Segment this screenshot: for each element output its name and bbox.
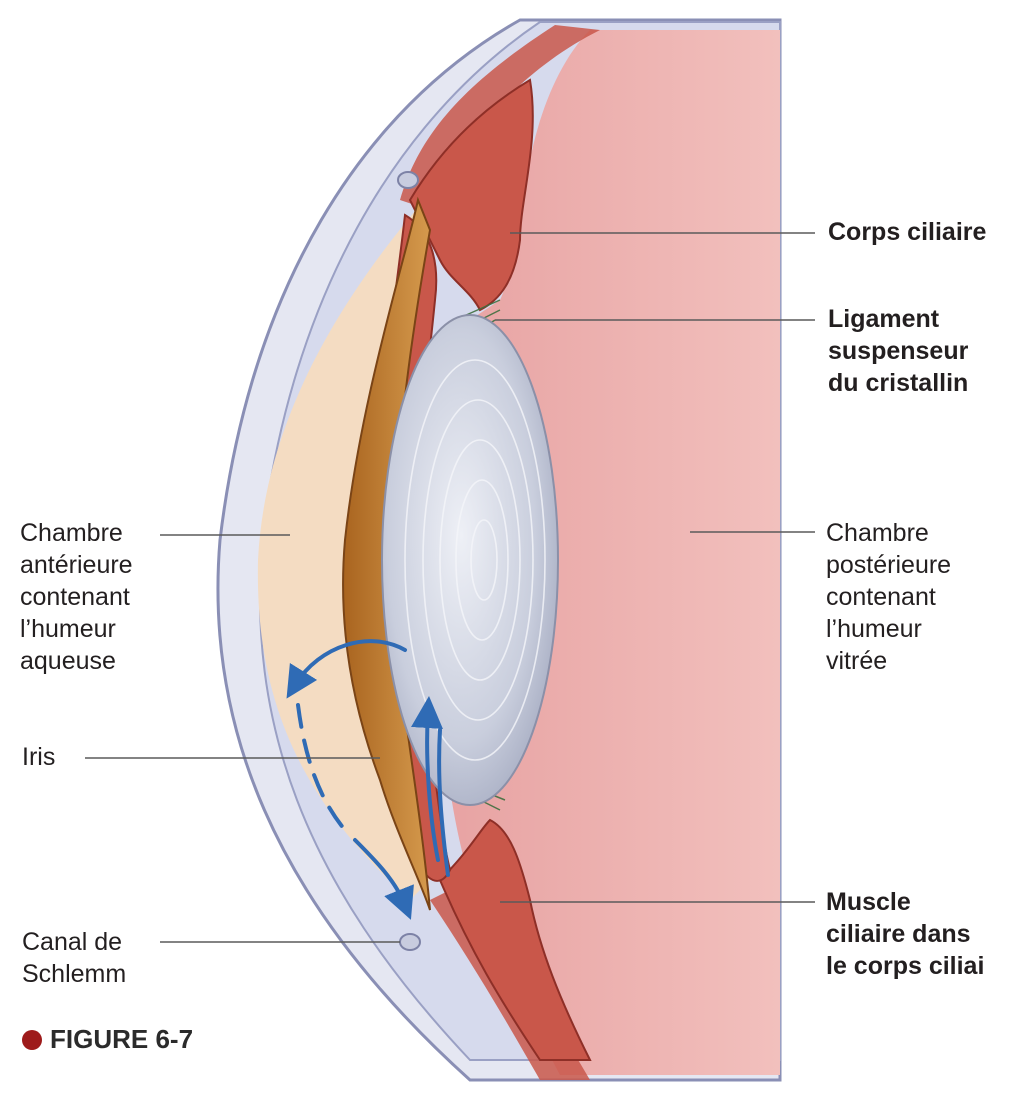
- label-chambre-anterieure-line-3: contenant: [20, 581, 133, 613]
- label-muscle-line-3: le corps ciliai: [826, 950, 984, 982]
- label-chambre-anterieure: Chambre antérieure contenant l’humeur aq…: [20, 517, 133, 677]
- label-ligament-line-2: suspenseur: [828, 335, 968, 367]
- label-chambre-posterieure-line-5: vitrée: [826, 645, 951, 677]
- label-ligament: Ligament suspenseur du cristallin: [828, 303, 968, 399]
- label-ligament-line-3: du cristallin: [828, 367, 968, 399]
- label-muscle-line-2: ciliaire dans: [826, 918, 984, 950]
- label-corps-ciliaire-text: Corps ciliaire: [828, 218, 986, 246]
- figure-caption-text: FIGURE 6-7: [50, 1024, 193, 1054]
- label-corps-ciliaire: Corps ciliaire: [828, 216, 986, 248]
- label-muscle-line-1: Muscle: [826, 886, 984, 918]
- label-chambre-anterieure-line-1: Chambre: [20, 517, 133, 549]
- label-chambre-anterieure-line-4: l’humeur: [20, 613, 133, 645]
- lens: [382, 315, 558, 805]
- canal-of-schlemm: [400, 934, 420, 950]
- label-muscle: Muscle ciliaire dans le corps ciliai: [826, 886, 984, 982]
- label-chambre-anterieure-line-5: aqueuse: [20, 645, 133, 677]
- label-canal: Canal de Schlemm: [22, 926, 126, 990]
- label-chambre-posterieure-line-2: postérieure: [826, 549, 951, 581]
- label-canal-line-2: Schlemm: [22, 958, 126, 990]
- label-chambre-posterieure: Chambre postérieure contenant l’humeur v…: [826, 517, 951, 677]
- label-chambre-anterieure-line-2: antérieure: [20, 549, 133, 581]
- label-iris-text: Iris: [22, 743, 55, 771]
- label-chambre-posterieure-line-1: Chambre: [826, 517, 951, 549]
- figure-bullet-icon: [22, 1030, 42, 1050]
- figure-caption: FIGURE 6-7: [22, 1024, 193, 1055]
- upper-canal: [398, 172, 418, 188]
- label-iris: Iris: [22, 741, 55, 773]
- label-chambre-posterieure-line-3: contenant: [826, 581, 951, 613]
- label-chambre-posterieure-line-4: l’humeur: [826, 613, 951, 645]
- label-canal-line-1: Canal de: [22, 926, 126, 958]
- label-ligament-line-1: Ligament: [828, 303, 968, 335]
